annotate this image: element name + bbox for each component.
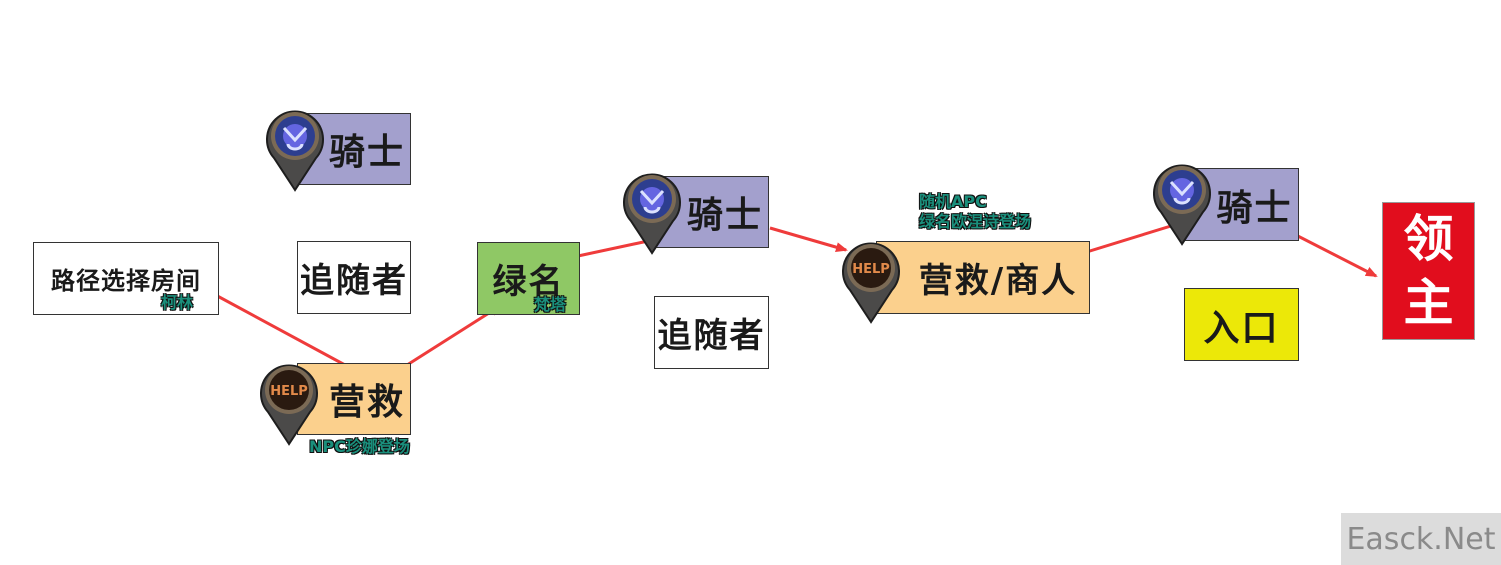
node-merchant-note-2: 绿名欧涅诗登场 [919,212,1032,231]
knight-3-emblem-icon [1151,154,1213,246]
node-follower-top: 追随者 [297,241,411,314]
node-start-room: 路径选择房间 [33,242,219,315]
node-entrance: 入口 [1184,288,1299,361]
node-merchant-note-1: 随机APC [919,192,987,211]
knight-2-emblem-icon [621,163,683,255]
node-rescue-merchant-label: 营救/商人 [918,261,1078,301]
node-follower-top-label: 追随者 [300,261,408,301]
watermark: Easck.Net [1341,513,1501,565]
node-green-name-sub: 梵塔 [534,295,567,314]
node-follower-mid: 追随者 [654,296,769,369]
node-green-name: 绿名 [477,242,580,315]
rescue-1-help-text: HELP [270,384,308,399]
node-knight-1-label: 骑士 [328,132,405,173]
arrow-knight-to-boss [1289,230,1378,278]
node-rescue-1-sub: NPC珍娜登场 [309,437,410,456]
node-boss-line1: 领 [1403,210,1454,268]
node-green-name-label: 绿名 [492,262,565,302]
rescue-merchant-help-text: HELP [852,262,890,277]
rescue-1-help-icon: HELP [258,354,320,446]
arrow-rescue-to-green [395,304,502,374]
node-follower-mid-label: 追随者 [657,316,766,356]
node-boss-line2: 主 [1403,274,1454,332]
node-rescue-merchant: 营救/商人 [876,241,1090,314]
node-boss: 领 主 [1382,202,1475,340]
arrow-knight-to-merchant [769,226,848,253]
node-knight-1: 骑士 [297,113,411,185]
knight-1-emblem-icon [264,100,326,192]
node-entrance-label: 入口 [1203,307,1280,349]
node-start-label: 路径选择房间 [51,267,201,295]
node-rescue-1-label: 营救 [328,382,405,423]
node-knight-2-label: 骑士 [686,195,763,236]
node-knight-3-label: 骑士 [1216,187,1293,229]
node-start-sub: 柯林 [161,293,194,312]
rescue-merchant-help-icon: HELP [840,232,902,324]
